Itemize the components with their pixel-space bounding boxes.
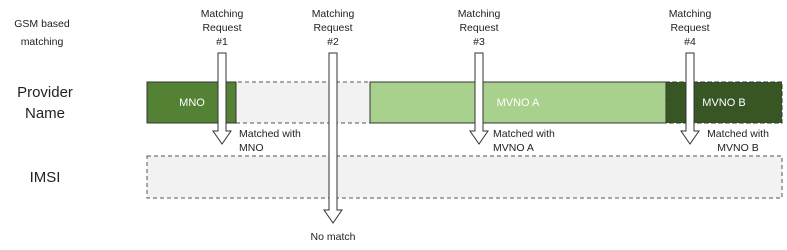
provider-name-label-line1: Provider xyxy=(17,84,73,101)
segment-mno-label: MNO xyxy=(179,97,205,109)
request-2-arrow xyxy=(323,52,343,224)
request-1-result-line1: Matched with xyxy=(239,128,301,140)
segment-mvno-b xyxy=(665,81,783,124)
request-3-line1: Matching xyxy=(458,8,501,20)
request-2-line2: Request xyxy=(313,22,352,34)
request-3-result-line2: MVNO A xyxy=(493,142,534,154)
request-4-result-line2: MVNO B xyxy=(717,142,758,154)
request-3-line3: #3 xyxy=(473,36,485,48)
request-3-line2: Request xyxy=(459,22,498,34)
segment-mvno-b-label: MVNO B xyxy=(702,97,745,109)
imsi-label: IMSI xyxy=(30,169,61,186)
segment-mvno-a-label: MVNO A xyxy=(497,97,540,109)
request-4-line3: #4 xyxy=(684,36,696,48)
request-3-result-line1: Matched with xyxy=(493,128,555,140)
gsm-label-line2: matching xyxy=(21,36,64,48)
request-1-result-line2: MNO xyxy=(239,142,264,154)
request-3-arrow xyxy=(469,52,489,145)
segment-mvno-a xyxy=(369,81,667,124)
request-1-line1: Matching xyxy=(201,8,244,20)
request-2-line1: Matching xyxy=(312,8,355,20)
request-2-line3: #2 xyxy=(327,36,339,48)
request-4-line1: Matching xyxy=(669,8,712,20)
request-4-line2: Request xyxy=(670,22,709,34)
imsi-track xyxy=(146,155,783,199)
request-1-arrow xyxy=(212,52,232,145)
provider-name-label-line2: Name xyxy=(25,105,65,122)
gsm-label-line1: GSM based xyxy=(14,18,70,30)
request-4-result-line1: Matched with xyxy=(707,128,769,140)
request-4-arrow xyxy=(680,52,700,145)
request-1-line2: Request xyxy=(202,22,241,34)
request-1-line3: #1 xyxy=(216,36,228,48)
request-2-result: No match xyxy=(311,231,356,243)
